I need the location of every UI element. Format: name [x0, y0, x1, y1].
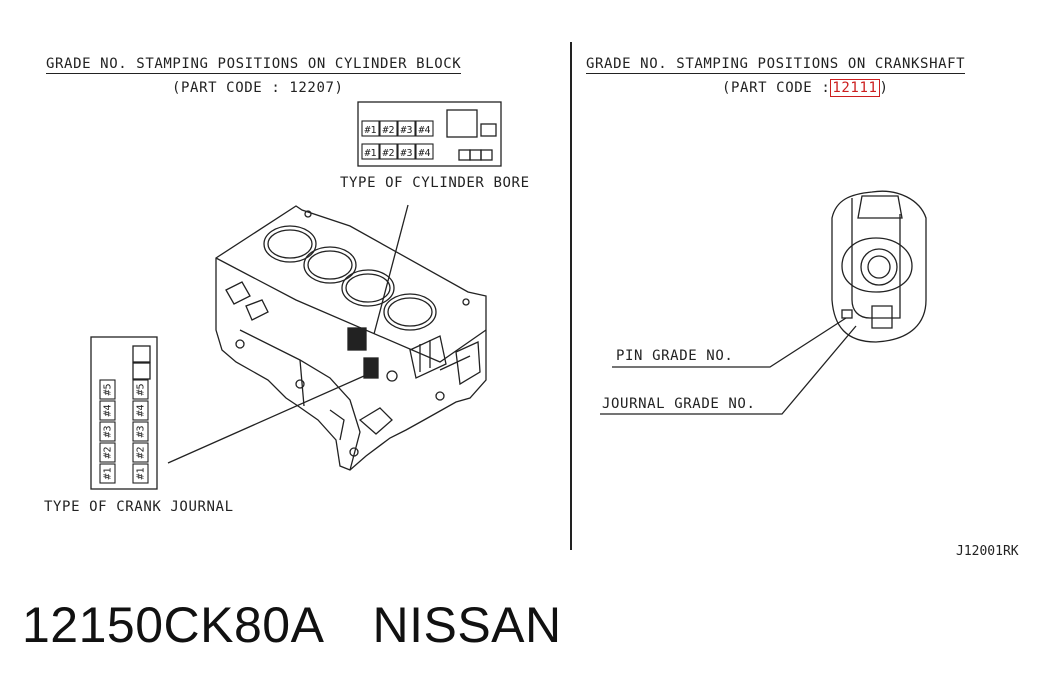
cylinder-bore-label: TYPE OF CYLINDER BORE: [340, 175, 530, 191]
stamp-cell: [132, 463, 149, 484]
stamp-label: #3: [400, 148, 412, 159]
stamp-cell: [99, 442, 116, 463]
engine-block-drawing: [215, 205, 487, 471]
bore-stamps-row2: #1 #2 #3 #4: [361, 143, 434, 160]
stamp-cell: [99, 379, 116, 400]
stamp-label: #4: [418, 125, 430, 136]
stamp-label: #5: [103, 383, 114, 395]
stamp-cell: [99, 421, 116, 442]
stamp-cell: [132, 400, 149, 421]
bore-leader-line: [373, 204, 409, 335]
pin-grade-label: PIN GRADE NO.: [616, 348, 734, 364]
part-code-prefix: (PART CODE :: [722, 80, 831, 96]
journal-stamps-col1: #5 #4 #3 #2 #1: [99, 379, 116, 484]
journal-grade-leader: [600, 325, 857, 415]
stamp-label: #3: [103, 425, 114, 437]
stamp-label: #4: [136, 404, 147, 416]
panel-divider: [570, 42, 572, 550]
stamp-label: #2: [382, 125, 394, 136]
stamp-label: #4: [103, 404, 114, 416]
crankshaft-drawing: [831, 190, 927, 343]
stamp-cell: [132, 379, 149, 400]
bore-stamps-row1: #1 #2 #3 #4: [361, 120, 434, 137]
stamp-cell: [415, 120, 434, 137]
stamp-label: #1: [136, 467, 147, 479]
stamp-cell: [361, 120, 380, 137]
stamp-label: #2: [103, 446, 114, 458]
stamp-cell: [99, 400, 116, 421]
cylinder-block-part-code: (PART CODE : 12207): [172, 80, 344, 96]
stamp-label: #5: [136, 383, 147, 395]
stamp-cell: [397, 143, 416, 160]
cylinder-block-title: GRADE NO. STAMPING POSITIONS ON CYLINDER…: [46, 56, 462, 74]
stamp-label: #3: [136, 425, 147, 437]
stamp-label: #1: [364, 148, 376, 159]
crank-journal-label: TYPE OF CRANK JOURNAL: [44, 499, 234, 515]
stamp-label: #1: [364, 125, 376, 136]
pin-grade-leader: [612, 317, 847, 368]
stamp-cell: [132, 421, 149, 442]
part-code-link[interactable]: 12111: [830, 79, 880, 97]
reference-code: J12001RK: [956, 544, 1019, 559]
stamp-label: #2: [382, 148, 394, 159]
crankshaft-title: GRADE NO. STAMPING POSITIONS ON CRANKSHA…: [586, 56, 966, 74]
stamp-cell: [415, 143, 434, 160]
stamp-label: #1: [103, 467, 114, 479]
bore-stamp-box: [357, 101, 502, 167]
stamp-cell: [132, 442, 149, 463]
journal-stamp-box: [90, 336, 158, 490]
stamp-cell: [379, 120, 398, 137]
crankshaft-part-code: (PART CODE :12111): [722, 79, 889, 97]
stamp-cell: [361, 143, 380, 160]
part-number: 12150CK80A: [22, 597, 325, 653]
part-code-suffix: ): [879, 80, 889, 96]
journal-leader-line: [167, 375, 365, 464]
journal-stamps-col2: #5 #4 #3 #2 #1: [132, 379, 149, 484]
stamp-label: #2: [136, 446, 147, 458]
brand-name: NISSAN: [372, 597, 562, 653]
stamp-cell: [379, 143, 398, 160]
stamp-cell: [397, 120, 416, 137]
stamp-cell: [99, 463, 116, 484]
footer: 12150CK80A NISSAN: [22, 596, 562, 654]
journal-grade-label: JOURNAL GRADE NO.: [602, 396, 756, 412]
stamp-label: #4: [418, 148, 430, 159]
stamp-label: #3: [400, 125, 412, 136]
